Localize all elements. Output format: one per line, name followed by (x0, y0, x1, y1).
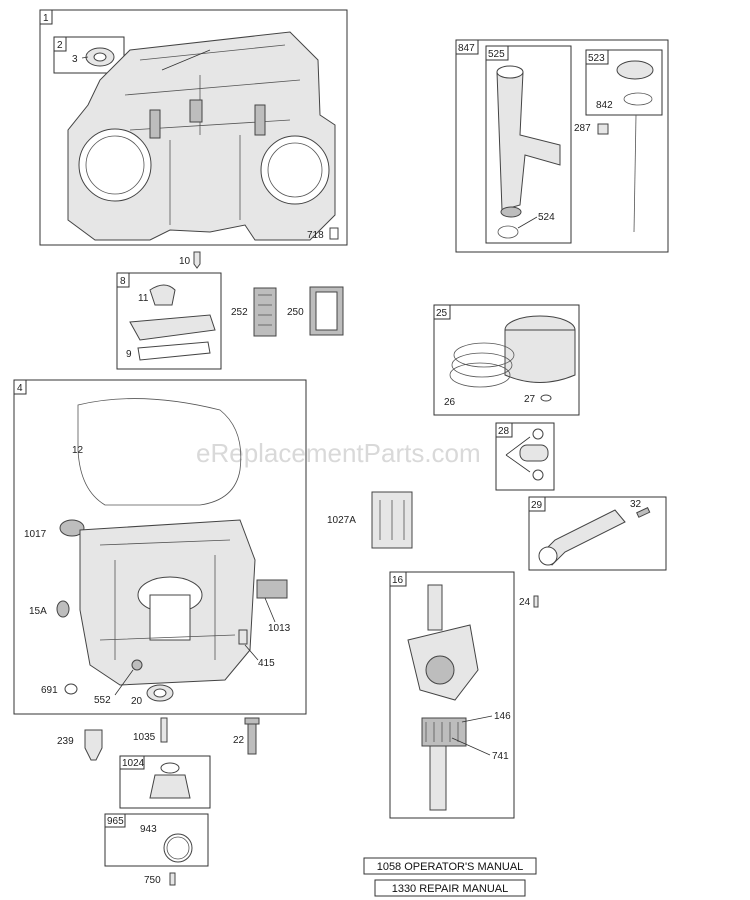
group-4-label: 4 (17, 383, 23, 394)
breather-cover-icon (129, 314, 216, 341)
dipstick-tube-icon (496, 71, 561, 211)
part-26-label: 26 (444, 397, 456, 408)
screw-icon (193, 251, 201, 269)
group-847-oil-fill[interactable]: 847 525 524 523 842 287 (455, 39, 669, 253)
operators-manual-label: 1058 OPERATOR'S MANUAL (377, 861, 524, 873)
part-552-label: 552 (94, 695, 111, 706)
oil-pump-icon (149, 774, 191, 799)
crankcase-gasket-icon (77, 398, 242, 506)
group-16-crankshaft[interactable]: 16 146 741 (389, 571, 515, 819)
group-1-cylinder[interactable]: 1 2 3 718 (39, 9, 348, 246)
piston-rings-icon (449, 362, 511, 388)
part-691-label: 691 (41, 685, 58, 696)
connecting-rod-icon (539, 509, 626, 566)
group-28-label: 28 (498, 426, 510, 437)
part-3-label: 3 (72, 54, 78, 65)
part-1013-label: 1013 (268, 623, 291, 634)
part-524-label: 524 (538, 212, 555, 223)
group-847-label: 847 (458, 43, 475, 54)
group-8-label: 8 (120, 276, 126, 287)
part-250-label: 250 (287, 307, 304, 318)
group-25-piston[interactable]: 25 26 27 (433, 304, 580, 416)
crankshaft-icon (427, 584, 443, 631)
group-965[interactable]: 965 943 (104, 813, 209, 867)
dipstick-icon (633, 114, 637, 233)
group-2-label: 2 (57, 40, 63, 51)
retainer-icon (540, 394, 552, 402)
group-28-wrist-pin[interactable]: 28 (495, 422, 555, 491)
part-252-label: 252 (231, 307, 248, 318)
group-1-label: 1 (43, 13, 49, 24)
group-25-label: 25 (436, 308, 448, 319)
part-943-label: 943 (140, 824, 157, 835)
dipstick-cap-icon (616, 60, 654, 80)
part-750-label: 750 (144, 875, 161, 886)
part-11-label: 11 (138, 293, 149, 304)
wrist-pin-icon (519, 444, 549, 462)
sensor-icon (84, 729, 103, 761)
repair-manual-label: 1330 REPAIR MANUAL (392, 883, 509, 895)
governor-gear-icon (59, 519, 85, 537)
group-8-breather[interactable]: 8 11 9 (116, 272, 222, 370)
washer-icon (64, 683, 78, 695)
group-29-connecting-rod[interactable]: 29 32 (528, 496, 667, 571)
gasket-icon (137, 341, 211, 361)
operators-manual[interactable]: 1058 OPERATOR'S MANUAL (363, 857, 537, 875)
bolt-icon (247, 721, 257, 755)
group-16-label: 16 (392, 575, 404, 586)
part-10-label: 10 (179, 256, 191, 267)
part-415-label: 415 (258, 658, 275, 669)
part-24-label: 24 (519, 597, 531, 608)
screw-287-icon (597, 123, 609, 135)
bearing-insert-icon (256, 579, 288, 599)
filter-element-icon (253, 287, 277, 337)
group-525-label: 525 (488, 49, 505, 60)
fitting-icon (169, 872, 176, 886)
part-842-label: 842 (596, 100, 613, 111)
group-1024-label: 1024 (122, 758, 145, 769)
part-15A-label: 15A (29, 606, 47, 617)
part-239-label: 239 (57, 736, 74, 747)
part-9-label: 9 (126, 349, 132, 360)
part-27-label: 27 (524, 394, 536, 405)
part-20-label: 20 (131, 696, 143, 707)
part-1017-label: 1017 (24, 529, 47, 540)
seal-ring-icon (131, 659, 143, 671)
part-1035-label: 1035 (133, 732, 156, 743)
pin-icon (160, 717, 168, 743)
key-icon (533, 595, 539, 608)
part-1027A-label: 1027A (327, 515, 356, 526)
part-146-label: 146 (494, 711, 511, 722)
part-22-label: 22 (233, 735, 245, 746)
plug-icon (56, 600, 70, 618)
group-29-label: 29 (531, 500, 543, 511)
group-523-label: 523 (588, 53, 605, 64)
part-741-label: 741 (492, 751, 509, 762)
group-1024[interactable]: 1024 (119, 755, 211, 809)
part-287-label: 287 (574, 123, 591, 134)
o-ring-icon (163, 833, 193, 863)
group-4-crankcase[interactable]: 4 12 1017 15A 1013 415 691 552 20 (13, 379, 307, 715)
dowel-icon (238, 629, 248, 645)
watermark-text: eReplacementParts.com (196, 438, 481, 468)
group-965-label: 965 (107, 816, 124, 827)
part-32-label: 32 (630, 499, 642, 510)
part-718-label: 718 (307, 230, 324, 241)
repair-manual[interactable]: 1330 REPAIR MANUAL (374, 879, 526, 897)
